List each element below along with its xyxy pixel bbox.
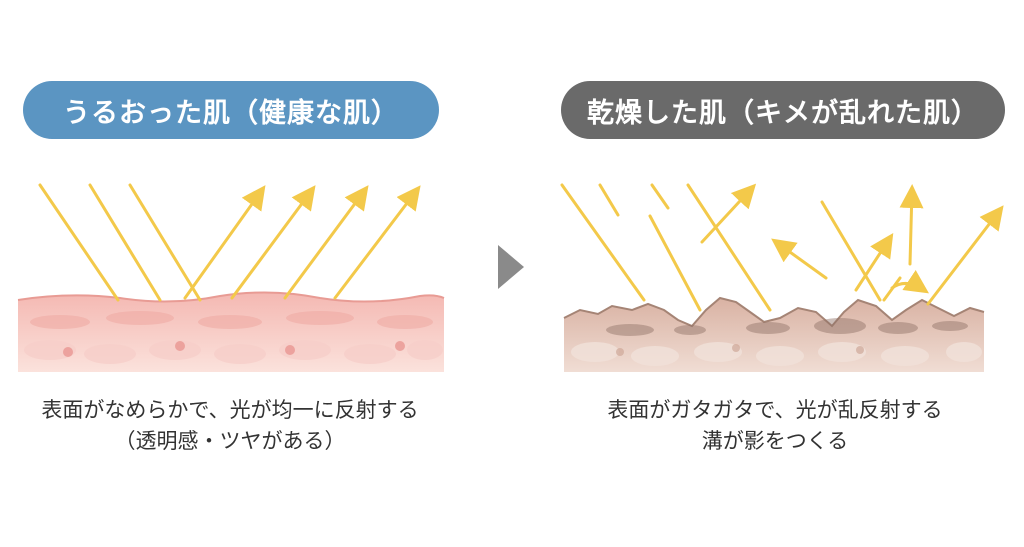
incident-light-rays <box>38 183 202 302</box>
dry-skin-panel: 乾燥した肌（キメが乱れた肌） <box>540 0 1010 547</box>
healthy-skin-title: うるおった肌（健康な肌） <box>23 81 439 139</box>
healthy-skin-layer <box>17 291 445 372</box>
healthy-skin-caption-line2: （透明感・ツヤがある） <box>114 429 346 453</box>
chevron-right-icon <box>498 245 524 289</box>
groove-shadows <box>606 318 968 336</box>
healthy-skin-caption: 表面がなめらかで、光が均一に反射する （透明感・ツヤがある） <box>0 395 460 457</box>
dry-skin-illustration <box>560 183 1004 372</box>
incident-light-rays <box>560 183 882 312</box>
scattered-light-rays <box>700 183 1004 306</box>
dry-skin-caption: 表面がガタガタで、光が乱反射する 溝が影をつくる <box>540 395 1010 457</box>
healthy-skin-panel: うるおった肌（健康な肌） <box>0 0 470 547</box>
dry-skin-layer <box>563 296 985 372</box>
dry-skin-title: 乾燥した肌（キメが乱れた肌） <box>561 81 1005 139</box>
reflected-light-rays <box>183 185 421 300</box>
dry-skin-caption-line2: 溝が影をつくる <box>701 429 849 453</box>
healthy-skin-caption-line1: 表面がなめらかで、光が均一に反射する <box>41 398 419 422</box>
dry-skin-caption-line1: 表面がガタガタで、光が乱反射する <box>607 398 943 422</box>
healthy-skin-illustration <box>17 183 445 372</box>
